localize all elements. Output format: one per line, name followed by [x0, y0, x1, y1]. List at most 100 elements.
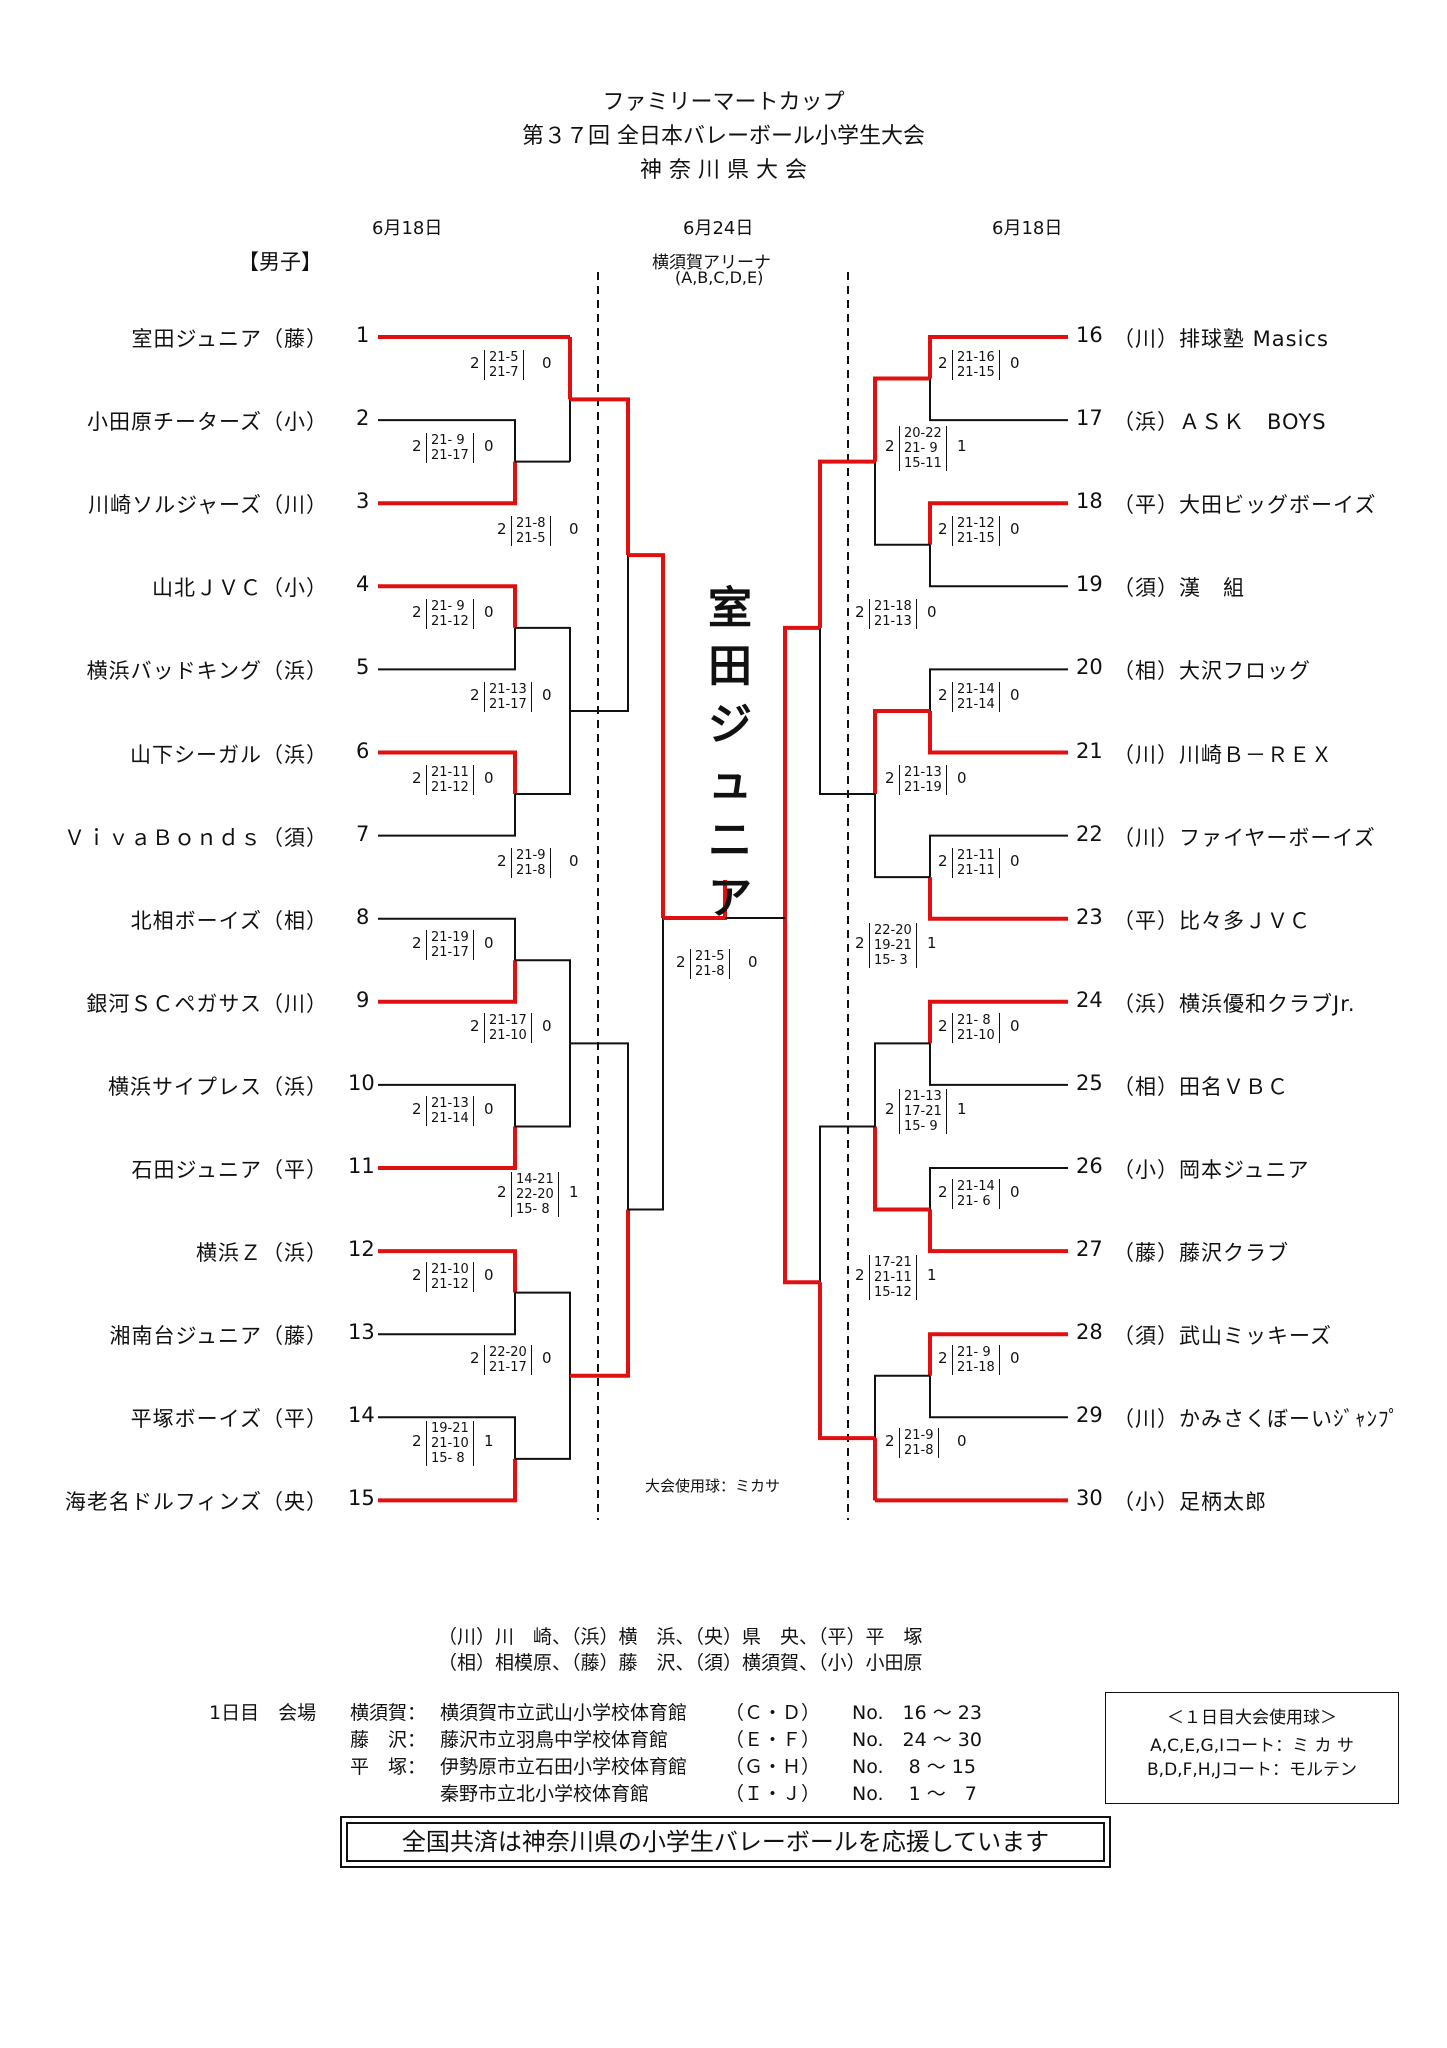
left-team-number: 4: [356, 572, 370, 597]
set-score: 21-7: [489, 365, 519, 380]
loser-sets: 1: [569, 1183, 579, 1201]
venue-courts: （Ｉ・Ｊ）: [725, 1783, 821, 1805]
set-score: 21-8: [695, 964, 725, 979]
set-score: 21-12: [431, 1277, 469, 1292]
winner-path: [628, 553, 665, 918]
set-score: 21-5: [489, 350, 519, 365]
set-score: 22-20: [874, 922, 912, 938]
winner-sets: 2: [412, 934, 422, 952]
set-score: 21-11: [957, 848, 995, 863]
winner-path: [378, 584, 517, 628]
winner-path: [873, 376, 930, 462]
set-score: 21-5: [695, 949, 725, 964]
bracket-line: [819, 627, 875, 796]
loser-sets: 0: [569, 852, 579, 870]
right-team-number: 29: [1076, 1403, 1103, 1428]
left-team-number: 13: [348, 1320, 375, 1345]
right-team-name: （小）岡本ジュニア: [1113, 1158, 1310, 1182]
set-score: 21-9: [904, 1428, 934, 1443]
final-venue-name: 横須賀アリーナ: [652, 253, 771, 273]
left-team-name: 銀河ＳＣペガサス（川）: [86, 991, 328, 1016]
set-score: 21-17: [489, 697, 527, 712]
left-team-number: 8: [356, 904, 370, 929]
set-score: 21-14: [957, 1179, 995, 1194]
bracket-line: [378, 627, 516, 671]
loser-sets: 0: [1010, 1183, 1020, 1201]
right-team-number: 23: [1076, 904, 1103, 929]
right-team-number: 16: [1076, 323, 1103, 347]
bracket-line: [929, 378, 1068, 422]
right-team-name: （浜）横浜優和クラブJr.: [1113, 991, 1356, 1016]
set-score: 21- 9: [431, 433, 465, 448]
winner-sets: 2: [412, 1432, 422, 1450]
right-team-number: 19: [1076, 572, 1103, 597]
right-team-name: （相）田名ＶＢＣ: [1113, 1074, 1289, 1099]
right-team-number: 24: [1076, 987, 1103, 1012]
day1-label: 1日目 会場: [209, 1702, 317, 1724]
winner-sets: 2: [497, 852, 507, 870]
winner-path: [378, 960, 517, 1004]
winner-sets: 2: [938, 852, 948, 870]
loser-sets: 0: [484, 934, 494, 952]
right-team-name: （藤）藤沢クラブ: [1113, 1241, 1289, 1266]
bracket-line: [378, 1416, 516, 1459]
bracket-line: [874, 794, 930, 879]
set-score: 21-12: [431, 780, 469, 795]
venue-courts: （Ｃ・Ｄ）: [725, 1702, 821, 1724]
set-score: 15-11: [904, 455, 942, 471]
left-team-number: 12: [348, 1237, 375, 1262]
winner-path: [928, 335, 1068, 379]
right-team-number: 28: [1076, 1320, 1103, 1345]
loser-sets: 1: [957, 1100, 967, 1118]
set-score: 21-8: [904, 1443, 934, 1458]
right-team-number: 30: [1076, 1486, 1103, 1511]
set-score: 21- 9: [904, 440, 938, 456]
set-score: 21-19: [431, 930, 469, 945]
left-team-name: 横浜Ｚ（浜）: [196, 1241, 328, 1266]
right-team-number: 26: [1076, 1154, 1103, 1178]
set-score: 21-17: [431, 448, 469, 463]
venue-city: 藤 沢：: [350, 1729, 427, 1751]
loser-sets: 1: [484, 1432, 494, 1450]
left-team-name: 横浜バッドキング（浜）: [86, 659, 328, 684]
loser-sets: 0: [1010, 1349, 1020, 1367]
right-team-name: （川）川崎Ｂ－ＲＥＸ: [1113, 742, 1333, 767]
winner-sets: 2: [412, 1100, 422, 1118]
set-score: 22-20: [489, 1345, 527, 1360]
set-score: 21-17: [431, 945, 469, 960]
winner-path: [873, 1126, 930, 1212]
set-score: 21-18: [874, 599, 912, 614]
winner-sets: 2: [412, 437, 422, 455]
bracket-line: [378, 419, 516, 462]
bracket-line: [628, 918, 664, 1211]
venue-name: 横須賀市立武山小学校体育館: [440, 1702, 688, 1724]
winner-path: [378, 1458, 517, 1503]
set-score: 21-16: [957, 350, 995, 365]
left-team-number: 7: [356, 821, 370, 846]
set-score: 21-11: [957, 863, 995, 878]
set-score: 21-12: [957, 516, 995, 531]
right-team-name: （須）漢 組: [1113, 576, 1245, 601]
set-score: 15- 8: [431, 1450, 465, 1466]
cup-title: ファミリーマートカップ: [602, 90, 845, 115]
set-score: 21-13: [431, 1096, 469, 1111]
set-score: 22-20: [516, 1186, 554, 1202]
set-score: 21-13: [904, 1088, 942, 1104]
set-score: 21-8: [516, 516, 546, 531]
set-score: 15- 9: [904, 1118, 938, 1134]
loser-sets: 1: [927, 1266, 937, 1284]
winner-path: [818, 459, 875, 628]
set-score: 21-13: [874, 614, 912, 629]
bracket-line: [378, 794, 516, 837]
bracket-line: [929, 1167, 1068, 1210]
loser-sets: 0: [484, 1266, 494, 1284]
loser-sets: 0: [484, 603, 494, 621]
winner-sets: 2: [855, 1266, 865, 1284]
bracket-line: [515, 959, 571, 1044]
bracket-line: [929, 1375, 1068, 1419]
set-score: 21-10: [957, 1028, 995, 1043]
loser-sets: 1: [927, 934, 937, 952]
winner-path: [378, 461, 517, 506]
bracket-line: [874, 461, 930, 546]
winner-sets: 2: [497, 520, 507, 538]
